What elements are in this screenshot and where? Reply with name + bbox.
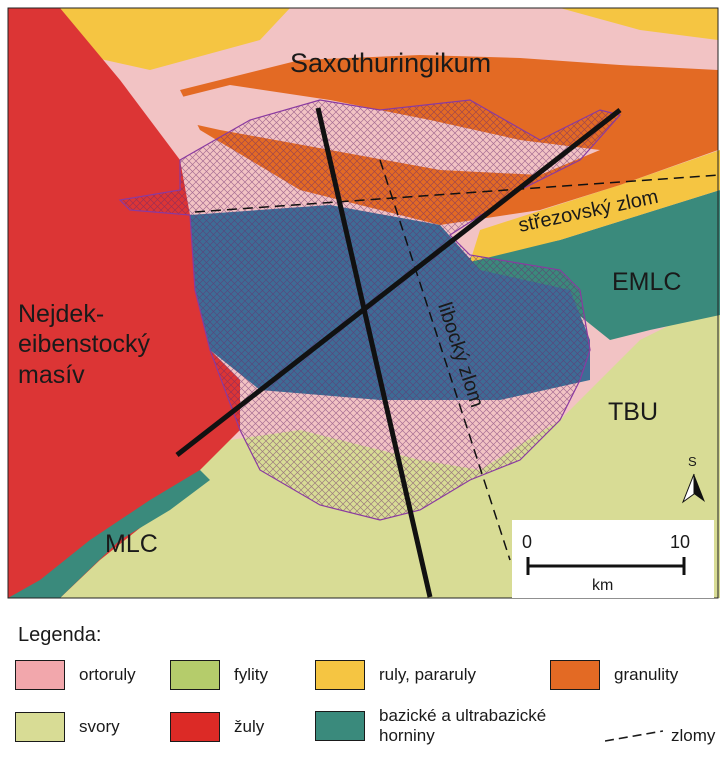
geological-map: Saxothuringikum střezovský zlom EMLC Nej… [7, 7, 721, 599]
scale-end: 10 [670, 532, 690, 552]
profile-line-2 [175, 108, 622, 457]
map-frame [7, 7, 719, 599]
legend-label: svory [79, 717, 120, 736]
legend-bazicke: bazické a ultrabazické horniny [315, 706, 605, 746]
ruly-strip [470, 150, 720, 262]
swatch-ruly [315, 660, 365, 690]
swatch-ortoruly [15, 660, 65, 690]
legend-title: Legenda: [18, 624, 102, 646]
scale-bar [512, 520, 714, 598]
legend-svory: svory [15, 712, 120, 742]
swatch-zuly [170, 712, 220, 742]
label-mlc: MLC [105, 530, 158, 558]
legend-granulity: granulity [550, 660, 678, 690]
legend-label: granulity [614, 665, 679, 684]
swatch-granulity [550, 660, 600, 690]
label-saxothuringikum: Saxothuringikum [290, 48, 491, 78]
label-nejdek-3: masív [18, 361, 85, 389]
scale-unit: km [592, 577, 613, 594]
north-arrow-label: S [688, 454, 697, 469]
mlc-zone [8, 470, 210, 598]
legend-fylity: fylity [170, 660, 268, 690]
legend-label: zlomy [671, 726, 716, 745]
fault-strezovsky [194, 174, 721, 213]
fault-line-icon [605, 730, 663, 742]
ruly-top-zone [60, 8, 290, 70]
swatch-fylity [170, 660, 220, 690]
swatch-svory [15, 712, 65, 742]
legend-zlomy: zlomy [605, 726, 715, 746]
legend-ruly: ruly, pararuly [315, 660, 476, 690]
scale-start: 0 [522, 532, 532, 552]
label-emlc: EMLC [612, 268, 681, 296]
legend-label: fylity [234, 665, 268, 684]
label-nejdek-2: eibenstocký [18, 330, 151, 358]
legend-zuly: žuly [170, 712, 264, 742]
swatch-bazicke [315, 711, 365, 741]
label-tbu: TBU [608, 398, 658, 426]
fault-libocky [379, 159, 511, 561]
legend-label: bazické a ultrabazické horniny [379, 706, 547, 745]
legend-label: ortoruly [79, 665, 136, 684]
north-arrow-icon [681, 473, 705, 504]
legend-label: žuly [234, 717, 265, 736]
label-nejdek-1: Nejdek- [18, 300, 104, 328]
legend-ortoruly: ortoruly [15, 660, 136, 690]
legend-label: ruly, pararuly [379, 665, 476, 684]
emlc-zone [460, 190, 720, 340]
ruly-top-right [560, 8, 718, 40]
profile-line-1 [315, 107, 433, 598]
